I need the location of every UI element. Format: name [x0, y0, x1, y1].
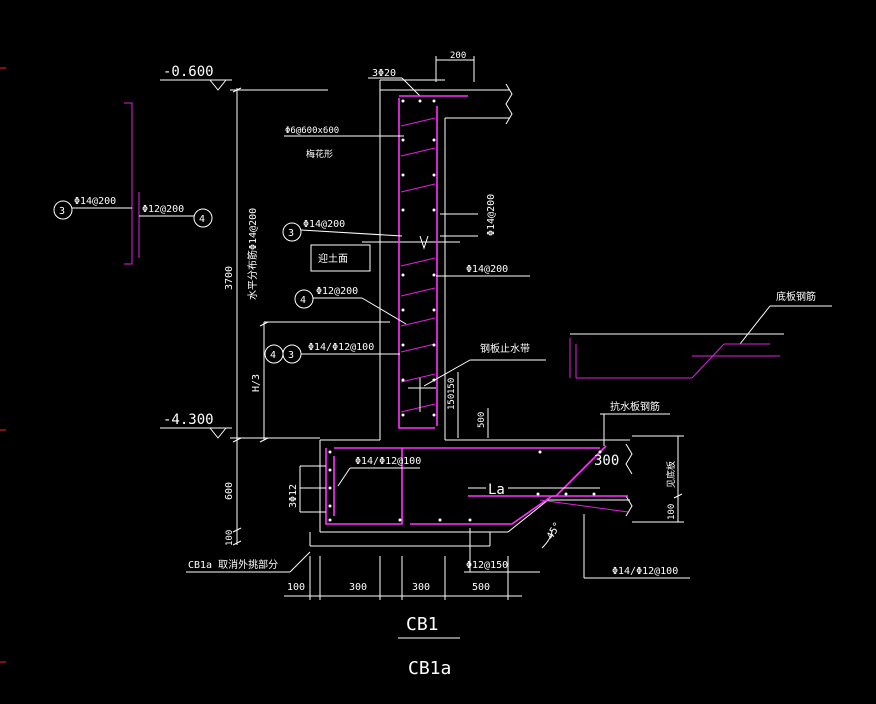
combo-num-b: 3: [288, 350, 294, 361]
height-dimension: 3700 600 100 水平分布筋Φ14@200: [224, 87, 259, 546]
wall-rebar: [398, 95, 468, 429]
base-annotations: Φ14/Φ12@100 3Φ12 La 抗水板钢筋 300 见底板 100 45…: [186, 400, 690, 579]
wall-bar3-label: Φ14@200: [303, 219, 345, 230]
angle-label: 45°: [545, 520, 564, 541]
dim-bottom-3: 500: [472, 582, 490, 593]
top-bars-label: 3Φ20: [372, 68, 396, 79]
lower-right-label: Φ14/Φ12@100: [612, 566, 678, 577]
wall-bar4-num: 4: [300, 295, 306, 306]
tie-note-label: 梅花形: [306, 148, 333, 160]
bubble-4-icon: [294, 289, 314, 309]
left-label-b: Φ12@200: [142, 204, 184, 215]
top-dimension: 200: [435, 51, 475, 82]
left-bubble-b: 4: [199, 214, 205, 225]
elevation-top-label: -0.600: [163, 64, 214, 80]
h3-dimension: H/3: [251, 321, 390, 443]
dim-h3: H/3: [251, 374, 262, 392]
combo-label: Φ14/Φ12@100: [308, 342, 374, 353]
left-bars-label: 3Φ12: [288, 484, 299, 508]
dist-bar-note: 水平分布筋Φ14@200: [246, 208, 259, 300]
left-label-a: Φ14@200: [74, 196, 116, 207]
combo-num-a: 4: [270, 350, 276, 361]
face-label: 迎土面: [318, 252, 348, 265]
wall-bar3-num: 3: [288, 228, 294, 239]
base-rebar: [325, 445, 629, 525]
base-rebar-dots: [328, 450, 602, 522]
waterstop-label: 钢板止水带: [480, 342, 530, 355]
right-dim-100: 100: [667, 504, 677, 520]
bubble-3-icon: [53, 200, 73, 220]
dim-bottom-2: 300: [412, 582, 430, 593]
wall-annotations: Φ6@600x600 梅花形 3 Φ14@200 迎土面 Φ14@200 Φ14…: [264, 126, 546, 438]
elevation-bottom-label: -4.300: [163, 412, 214, 428]
slab-bars-label: 底板钢筋: [776, 290, 816, 303]
bubble-3-icon: [282, 222, 302, 242]
anti-float-label: 抗水板钢筋: [610, 400, 660, 413]
ws-dim-b: 150: [447, 394, 457, 410]
tie-bar-label: Φ6@600x600: [285, 126, 339, 136]
ws-dim-c: 500: [477, 412, 487, 428]
base-outline: [309, 439, 633, 547]
dim-600: 600: [224, 482, 235, 500]
dim-3700: 3700: [224, 266, 235, 290]
wall-outline: [362, 79, 513, 440]
dim-bottom-1: 300: [349, 582, 367, 593]
dim-100: 100: [225, 530, 235, 546]
wall-bar4-label: Φ12@200: [316, 286, 358, 297]
dim-bottom-0: 100: [287, 582, 305, 593]
base-dim-300: 300: [594, 453, 619, 469]
inner-right-vertical: Φ14@200: [486, 194, 497, 236]
inner-right-label: Φ14@200: [466, 264, 508, 275]
left-bubble-a: 3: [59, 206, 65, 217]
right-note: 见底板: [665, 461, 677, 488]
title-sub: CB1a: [408, 658, 451, 679]
la-label: La: [488, 482, 505, 498]
top-dim-200: 200: [450, 51, 466, 61]
cb1a-note: CB1a 取消外挑部分: [188, 558, 278, 571]
elevation-top: -0.600: [160, 64, 328, 91]
wall-rebar-dots: [401, 99, 436, 417]
titles: CB1 CB1a: [398, 614, 460, 679]
title-main: CB1: [406, 614, 439, 635]
edge-ticks: [0, 67, 6, 663]
distribution-bar-label: Φ12@150: [466, 560, 508, 571]
bottom-dimensions: 100 300 300 500: [284, 556, 522, 600]
elevation-bottom: -4.300: [160, 412, 320, 439]
slab-detail: 底板钢筋: [569, 290, 832, 379]
left-callout: 3 4 Φ14@200 Φ12@200: [53, 102, 213, 265]
ws-dim-a: 150: [447, 378, 457, 394]
bubble-4-icon: [193, 208, 213, 228]
base-bottom-bars-label: Φ14/Φ12@100: [355, 456, 421, 467]
